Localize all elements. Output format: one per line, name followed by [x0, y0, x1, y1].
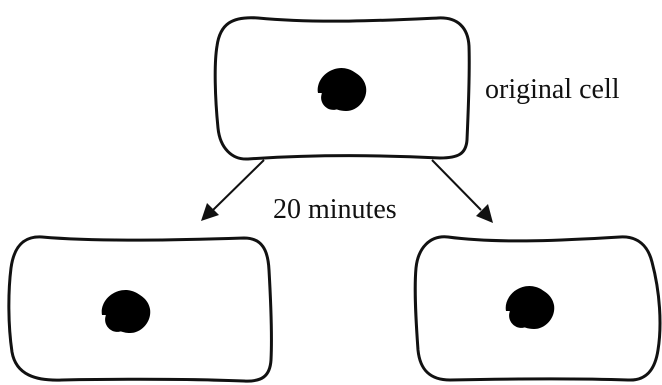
right-division-arrow-head — [476, 204, 493, 223]
original-cell-label: original cell — [485, 74, 620, 105]
left-division-arrow-head — [201, 203, 219, 221]
left-division-arrow-line — [211, 159, 265, 212]
time-label: 20 minutes — [273, 194, 397, 225]
right-division-arrow-line — [431, 159, 482, 211]
